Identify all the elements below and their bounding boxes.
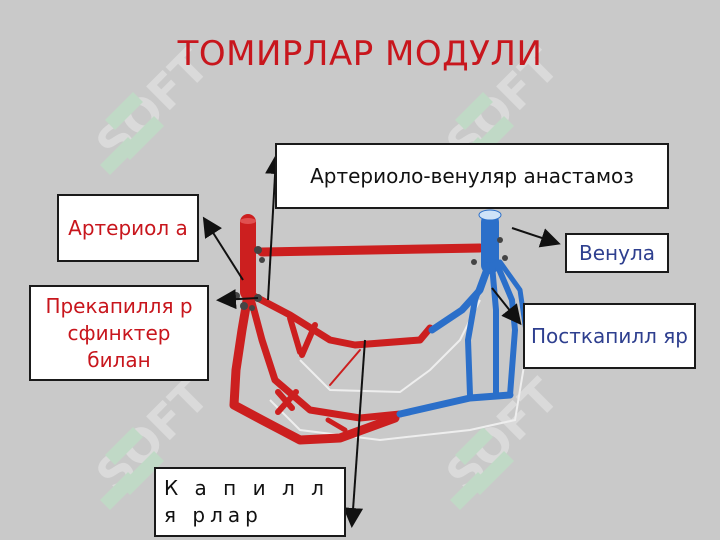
capillaries-label: К а п и л л я рлар [154, 467, 346, 537]
arteriole-label: Артериол а [57, 194, 199, 262]
watermark-text: SOFT [435, 368, 569, 502]
postcapillary-label: Посткапилл яр [523, 303, 696, 369]
capillary-outline [269, 299, 531, 442]
anastomosis-label: Артериоло-венуляр анастамоз [275, 143, 669, 209]
arteriole-lumen [240, 218, 256, 224]
page-title: ТОМИРЛАР МОДУЛИ [177, 34, 543, 74]
precapillary-sphincter-label: Прекапилля р сфинктер билан [29, 285, 209, 381]
arterial-vessels [229, 214, 485, 445]
pointer-arrows [202, 154, 561, 528]
venule-label: Венула [565, 233, 669, 273]
venule-lumen [478, 209, 502, 221]
